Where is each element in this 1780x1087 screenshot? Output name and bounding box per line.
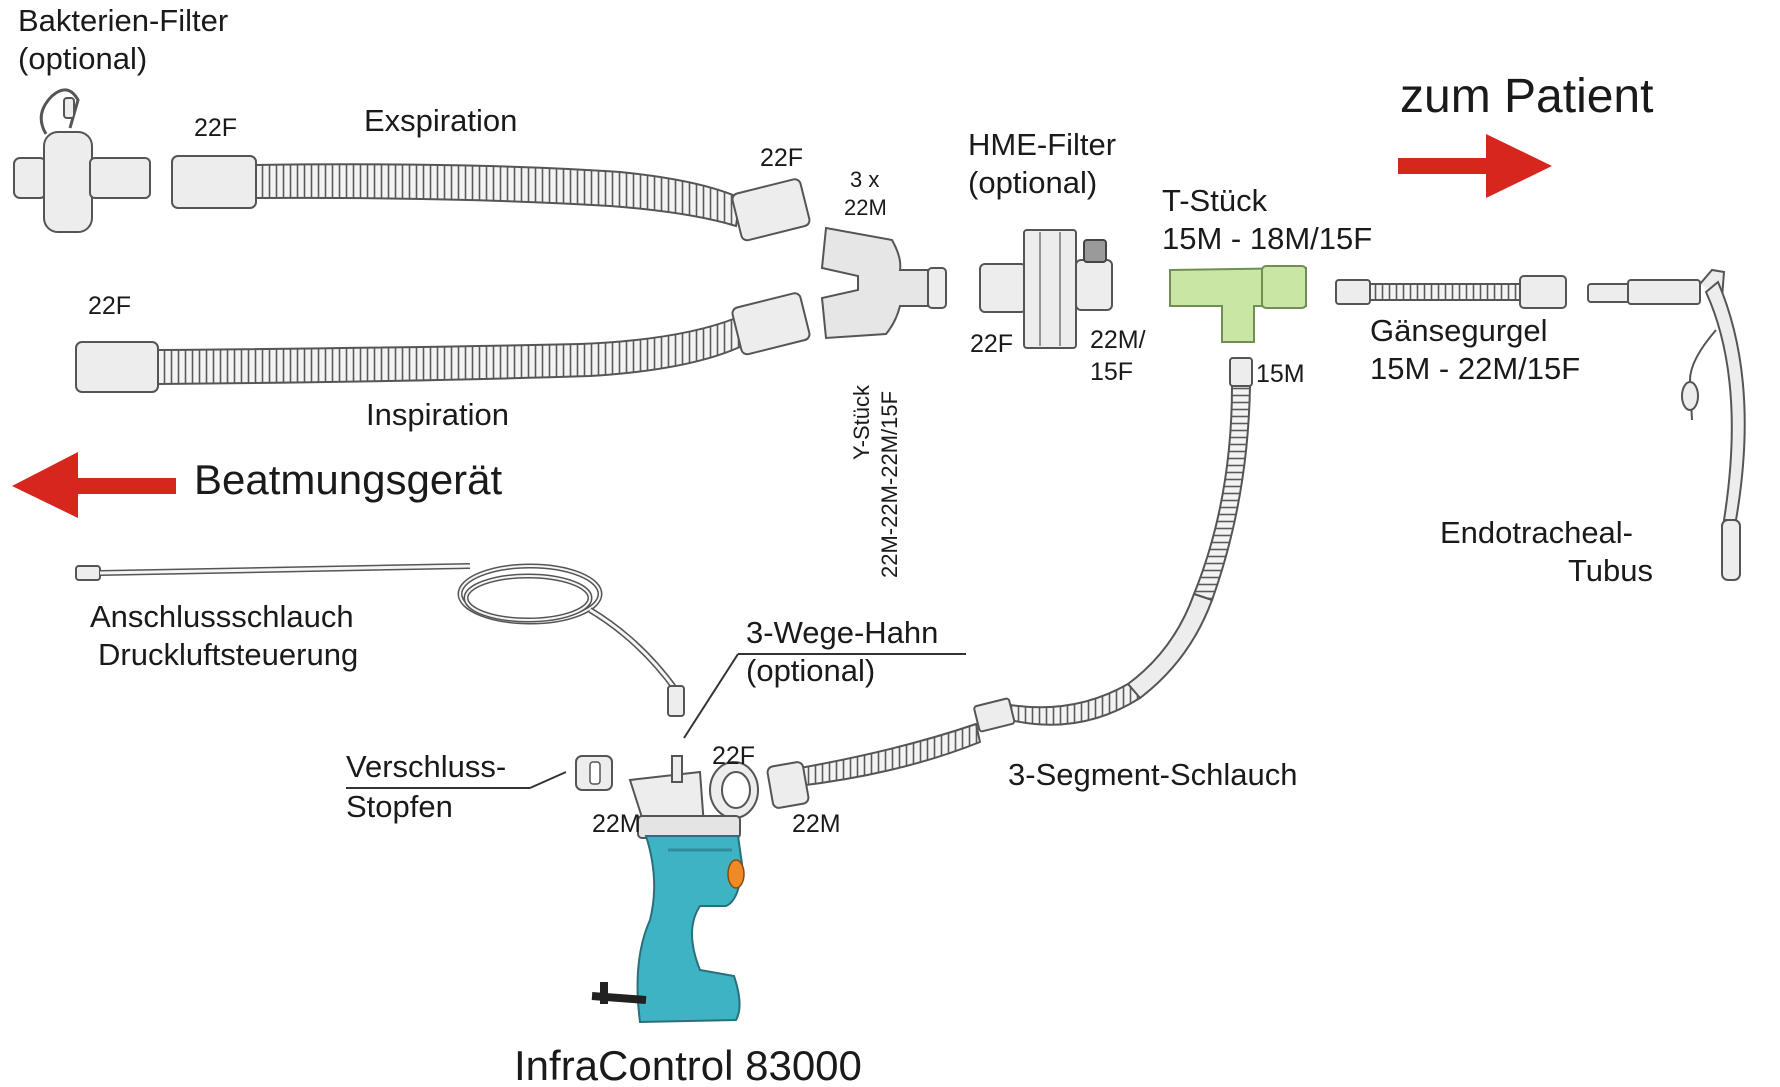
device-left-port: 22M (592, 810, 641, 838)
t-piece-bottom-port: 15M (1256, 360, 1305, 388)
hme-right-port-line1: 22M/ (1090, 326, 1146, 354)
hme-right-port-line2: 15F (1090, 358, 1133, 386)
ventilator-label: Beatmungsgerät (194, 456, 502, 503)
three-segment-hose-icon (767, 358, 1252, 809)
y-piece-name: Y-Stück (850, 385, 875, 460)
exspiration-label: Exspiration (364, 104, 517, 139)
y-piece-spec: 22M-22M-22M/15F (878, 391, 903, 578)
three-way-valve-sub: (optional) (746, 654, 875, 689)
t-piece-icon (1170, 266, 1306, 342)
inspiration-label: Inspiration (366, 398, 509, 433)
device-name-label: InfraControl 83000 (514, 1042, 862, 1087)
three-segment-hose-label: 3-Segment-Schlauch (1008, 758, 1298, 793)
leader-line-valve (684, 654, 738, 738)
goose-neck-icon (1336, 276, 1566, 308)
closure-plug-line2: Stopfen (346, 790, 453, 825)
device-top-port: 22F (712, 742, 755, 770)
t-piece-spec: 15M - 18M/15F (1162, 222, 1372, 257)
bacteria-filter-icon (14, 90, 150, 232)
connection-hose-line1: Anschlussschlauch (90, 600, 354, 635)
closure-plug-line1: Verschluss- (346, 750, 506, 785)
y-piece-count-line2: 22M (844, 196, 887, 221)
arrow-left-icon (12, 452, 176, 518)
goose-neck-spec: 15M - 22M/15F (1370, 352, 1580, 387)
leader-line-plug-diag (530, 772, 566, 788)
arrow-right-icon (1398, 134, 1552, 198)
exspiration-hose-icon (172, 156, 811, 242)
three-way-valve-title: 3-Wege-Hahn (746, 616, 938, 651)
exspiration-left-port: 22F (194, 114, 237, 142)
connection-hose-line2: Druckluftsteuerung (98, 638, 358, 673)
y-piece-count-line1: 3 x (850, 168, 879, 193)
exspiration-right-port: 22F (760, 144, 803, 172)
hme-filter-sub: (optional) (968, 166, 1097, 201)
hme-left-port: 22F (970, 330, 1013, 358)
bacteria-filter-title: Bakterien-Filter (18, 4, 228, 39)
hme-filter-title: HME-Filter (968, 128, 1116, 163)
to-patient-label: zum Patient (1400, 70, 1653, 124)
t-piece-name: T-Stück (1162, 184, 1267, 219)
goose-neck-name: Gänsegurgel (1370, 314, 1548, 349)
bacteria-filter-sub: (optional) (18, 42, 147, 77)
endotracheal-line2: Tubus (1568, 554, 1653, 589)
infracontrol-device-icon (576, 756, 758, 1022)
inspiration-hose-icon (76, 292, 811, 392)
inspiration-left-port: 22F (88, 292, 131, 320)
y-piece-icon (822, 228, 946, 338)
segment-hose-port: 22M (792, 810, 841, 838)
endotracheal-line1: Endotracheal- (1440, 516, 1633, 551)
